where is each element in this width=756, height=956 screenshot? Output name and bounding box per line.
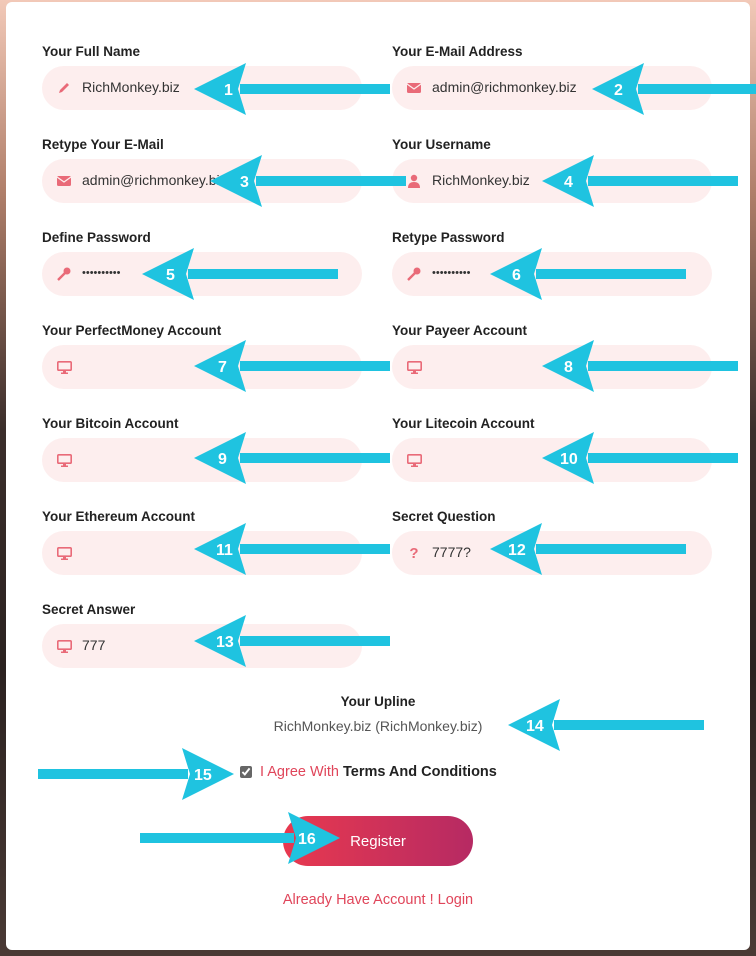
login-link[interactable]: Already Have Account ! Login bbox=[282, 892, 474, 908]
full-name-field[interactable]: RichMonkey.biz bbox=[42, 66, 362, 110]
agree-checkbox[interactable] bbox=[240, 766, 252, 778]
monitor-icon bbox=[406, 359, 422, 375]
litecoin-field[interactable] bbox=[392, 438, 712, 482]
secret-answer-label: Secret Answer bbox=[42, 602, 136, 617]
retype-password-label: Retype Password bbox=[392, 230, 505, 245]
full-name-value: RichMonkey.biz bbox=[82, 79, 180, 95]
payeer-label: Your Payeer Account bbox=[392, 323, 528, 338]
retype-email-field[interactable]: admin@richmonkey.biz bbox=[42, 159, 362, 203]
username-value: RichMonkey.biz bbox=[432, 172, 530, 188]
secret-answer-field[interactable]: 777 bbox=[42, 624, 362, 668]
monitor-icon bbox=[56, 359, 72, 375]
payeer-field[interactable] bbox=[392, 345, 712, 389]
retype-password-field[interactable]: •••••••••• bbox=[392, 252, 712, 296]
monitor-icon bbox=[406, 452, 422, 468]
register-button[interactable]: Register bbox=[283, 816, 473, 866]
full-name-label: Your Full Name bbox=[42, 44, 141, 59]
agree-terms[interactable]: I Agree With Terms And Conditions bbox=[240, 764, 497, 780]
secret-answer-value: 777 bbox=[82, 637, 106, 653]
secret-question-label: Secret Question bbox=[392, 509, 496, 524]
bitcoin-label: Your Bitcoin Account bbox=[42, 416, 179, 431]
username-label: Your Username bbox=[392, 137, 491, 152]
retype-email-label: Retype Your E-Mail bbox=[42, 137, 164, 152]
username-field[interactable]: RichMonkey.biz bbox=[392, 159, 712, 203]
registration-card: Your Full Name RichMonkey.biz Your E-Mai… bbox=[6, 2, 750, 950]
password-field[interactable]: •••••••••• bbox=[42, 252, 362, 296]
agree-prefix: I Agree With bbox=[260, 764, 339, 780]
secret-question-value: 7777? bbox=[432, 544, 471, 560]
monitor-icon bbox=[56, 638, 72, 654]
upline-label: Your Upline bbox=[340, 694, 416, 709]
perfectmoney-field[interactable] bbox=[42, 345, 362, 389]
key-icon bbox=[406, 266, 422, 282]
retype-email-value: admin@richmonkey.biz bbox=[82, 172, 227, 188]
perfectmoney-label: Your PerfectMoney Account bbox=[42, 323, 222, 338]
key-icon bbox=[56, 266, 72, 282]
monitor-icon bbox=[56, 452, 72, 468]
envelope-icon bbox=[56, 173, 72, 189]
terms-link[interactable]: Terms And Conditions bbox=[342, 764, 497, 780]
retype-password-value: •••••••••• bbox=[432, 267, 471, 279]
ethereum-field[interactable] bbox=[42, 531, 362, 575]
upline-value: RichMonkey.biz (RichMonkey.biz) bbox=[273, 718, 483, 734]
password-value: •••••••••• bbox=[82, 267, 121, 279]
litecoin-label: Your Litecoin Account bbox=[392, 416, 535, 431]
password-label: Define Password bbox=[42, 230, 151, 245]
email-label: Your E-Mail Address bbox=[392, 44, 523, 59]
bitcoin-field[interactable] bbox=[42, 438, 362, 482]
question-icon: ? bbox=[409, 544, 419, 562]
pencil-icon bbox=[56, 80, 72, 96]
ethereum-label: Your Ethereum Account bbox=[42, 509, 196, 524]
email-field[interactable]: admin@richmonkey.biz bbox=[392, 66, 712, 110]
monitor-icon bbox=[56, 545, 72, 561]
envelope-icon bbox=[406, 80, 422, 96]
user-icon bbox=[406, 173, 422, 189]
secret-question-field[interactable]: ? 7777? bbox=[392, 531, 712, 575]
email-value: admin@richmonkey.biz bbox=[432, 79, 577, 95]
